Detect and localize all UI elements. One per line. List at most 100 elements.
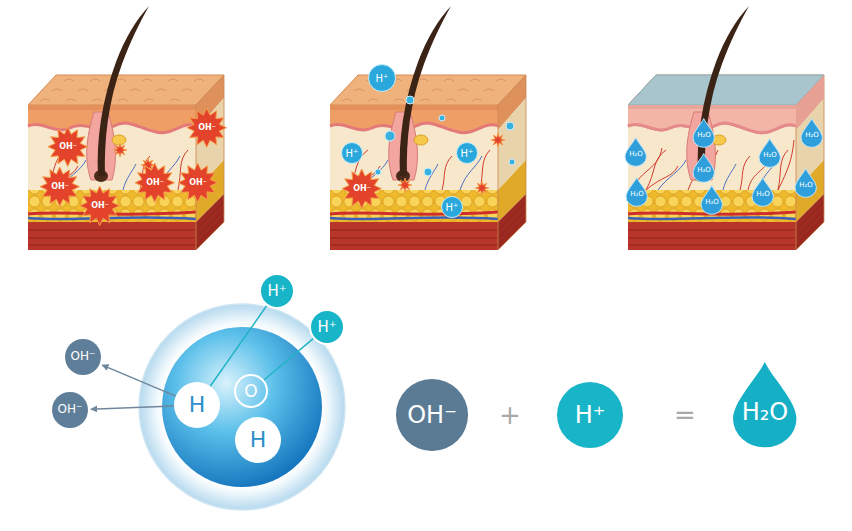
proton-bubble: H⁺ [341,142,363,164]
small-bubble [439,115,445,121]
skin-surface [628,75,824,105]
node-text: H [250,428,267,452]
water-drop: H₂O [793,168,818,198]
small-bubble [424,168,432,176]
small-bubble [375,169,381,175]
node-text: H₂O [629,151,643,159]
node-text: H⁺ [317,319,336,336]
water-drop: H₂O [623,137,648,167]
node-text: H₂O [756,191,770,199]
node-text: H [189,393,206,417]
node-text: OH⁻ [91,202,109,211]
water-molecule [139,304,345,510]
radical-burst-outline [80,186,119,225]
hair [87,6,149,182]
node-text: H₂O [763,152,777,160]
node-text: H₂O [630,191,644,199]
node-text: OH⁻ [58,403,83,416]
node-text: H₂O [697,167,711,175]
healthy-skin-overlay [628,75,824,190]
radical-burst-outline [48,127,87,166]
node-text: OH⁻ [407,402,457,428]
hydroxide-circle: OH⁻ [65,339,101,375]
water-drop: H₂O [727,360,803,449]
node-text: H₂O [705,199,719,207]
proton-bubble: H⁺ [441,196,463,218]
radical-burst: OH⁻ [135,163,174,202]
water-drop: H₂O [750,177,775,207]
water-drop-outline [759,139,780,168]
radical-burst: OH⁻ [178,163,217,202]
node-text: OH⁻ [146,179,164,188]
operator-sign: + [499,402,521,428]
skin-block [330,75,526,250]
radical-spark [398,178,412,192]
node-text: OH⁻ [51,183,69,192]
proton-circle: H⁺ [557,382,623,448]
proton-bubble: H⁺ [456,142,478,164]
hydrogen-atom: H [235,417,281,463]
water-drop-outline [693,119,714,148]
node-text: OH⁻ [353,185,371,194]
small-bubble [385,131,395,141]
oxygen-atom: O [234,374,268,408]
radical-spark [113,143,127,157]
node-text: H⁺ [461,148,474,159]
molecule-sphere [162,327,322,487]
radical-burst-outline [187,108,226,147]
node-text: H₂O [799,182,813,190]
radical-burst-outline [40,167,79,206]
water-drop-outline [752,178,773,207]
small-bubble [506,122,514,130]
radical-burst: OH⁻ [342,169,381,208]
bond-line [264,339,313,380]
node-text: OH⁻ [59,143,77,152]
radical-spark [491,133,505,147]
water-drop: H₂O [757,138,782,168]
water-drop: H₂O [691,153,716,183]
node-text: H⁺ [267,283,286,300]
operator-sign: = [674,402,696,428]
molecule-ring [139,304,345,510]
node-text: H⁺ [346,148,359,159]
water-drop: H₂O [624,177,649,207]
hydroxide-circle: OH⁻ [52,392,88,428]
node-text: H⁺ [376,73,389,84]
bond-line [210,306,267,387]
radical-burst: OH⁻ [48,127,87,166]
node-text: H⁺ [446,202,459,213]
node-text: OH⁻ [71,350,96,363]
small-bubble [509,159,515,165]
node-text: H₂O [742,399,789,425]
molecule-halo [139,304,345,510]
release-arrow [91,406,174,409]
skin-panel [330,6,526,250]
water-drop: H₂O [699,185,724,215]
hair [687,6,749,182]
water-drop-outline [801,119,822,148]
stratum-corneum [628,105,796,109]
water-drop-outline [626,178,647,207]
water-drop-outline [795,169,816,198]
small-bubble [406,96,414,104]
proton-circle: H⁺ [259,273,295,309]
water-drop: H₂O [691,118,716,148]
radical-burst-outline [178,163,217,202]
water-drop-outline [701,186,722,215]
water-drop-outline [693,154,714,183]
water-drop-outline [625,138,646,167]
proton-bubble: H⁺ [368,64,396,92]
release-arrow [102,365,176,396]
radical-burst-outline [342,169,381,208]
radical-burst: OH⁻ [80,186,119,225]
node-text: O [244,382,257,401]
skin-panel [628,6,824,250]
node-text: OH⁻ [198,124,216,133]
radical-burst: OH⁻ [187,108,226,147]
hydrogen-atom: H [174,382,220,428]
skin-block [28,75,224,250]
node-text: H₂O [697,132,711,140]
